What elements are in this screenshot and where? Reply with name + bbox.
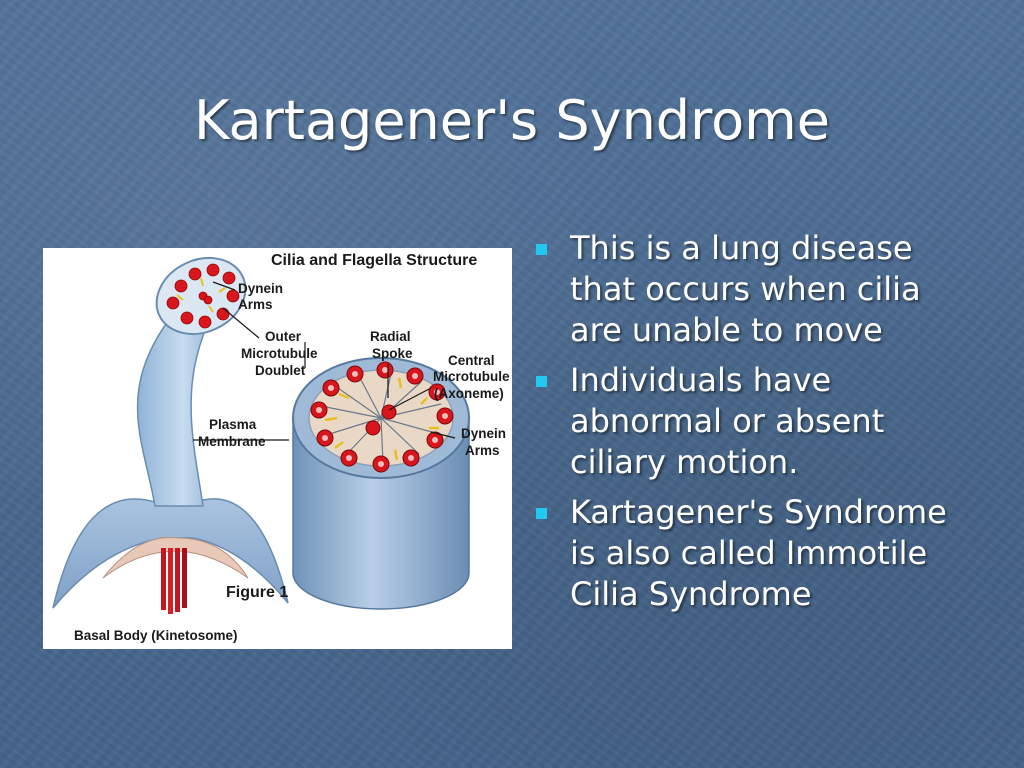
label-dynein-arms-top-1: Dynein xyxy=(238,281,283,296)
label-plasma-membrane-2: Membrane xyxy=(198,434,266,449)
label-dynein-arms-right-1: Dynein xyxy=(461,426,506,441)
bullet-text: Kartagener's Syndrome is also called Imm… xyxy=(570,493,947,613)
label-plasma-membrane-1: Plasma xyxy=(209,417,257,432)
bullet-list: This is a lung disease that occurs when … xyxy=(532,228,962,624)
basal-flare xyxy=(52,498,289,609)
label-central-microtubule-3: (Axoneme) xyxy=(434,386,504,401)
leader-lines xyxy=(193,281,456,441)
slide-title: Kartagener's Syndrome xyxy=(194,89,830,152)
label-dynein-arms-top-2: Arms xyxy=(238,297,273,312)
basal-body-rods xyxy=(161,548,187,614)
label-radial-spoke-2: Spoke xyxy=(372,346,413,361)
label-basal-body: Basal Body (Kinetosome) xyxy=(74,628,238,643)
top-dynein-arms xyxy=(176,277,226,313)
square-bullet-icon xyxy=(536,244,547,255)
label-radial-spoke-1: Radial xyxy=(370,329,411,344)
label-central-microtubule-2: Microtubule xyxy=(433,369,510,384)
label-dynein-arms-right-2: Arms xyxy=(465,443,500,458)
cross-section-dynein-arms xyxy=(324,377,439,461)
figure-heading: Cilia and Flagella Structure xyxy=(271,252,477,269)
bullet-item: Kartagener's Syndrome is also called Imm… xyxy=(532,492,962,615)
label-outer-microtubule-2: Microtubule xyxy=(241,346,318,361)
doublet-centers xyxy=(316,367,448,467)
square-bullet-icon xyxy=(536,376,547,387)
label-outer-microtubule-1: Outer xyxy=(265,329,302,344)
basal-inner xyxy=(102,537,249,579)
figure-caption: Figure 1 xyxy=(226,584,288,601)
bullet-text: Individuals have abnormal or absent cili… xyxy=(570,361,885,481)
label-central-microtubule-1: Central xyxy=(448,353,495,368)
bullet-item: Individuals have abnormal or absent cili… xyxy=(532,360,962,483)
cilia-structure-figure: Cilia and Flagella Structure Dynein Arms… xyxy=(43,248,512,649)
cilia-diagram: Cilia and Flagella Structure Dynein Arms… xyxy=(52,252,510,643)
square-bullet-icon xyxy=(536,508,547,519)
bullet-item: This is a lung disease that occurs when … xyxy=(532,228,962,351)
central-pair xyxy=(365,404,397,436)
bullet-text: This is a lung disease that occurs when … xyxy=(570,229,921,349)
label-outer-microtubule-3: Doublet xyxy=(255,363,306,378)
